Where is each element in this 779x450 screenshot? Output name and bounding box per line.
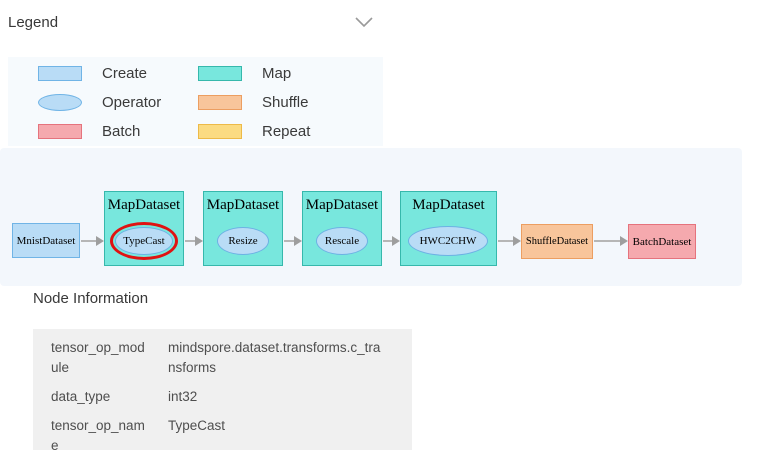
legend-label: Repeat — [262, 123, 311, 140]
edge-arrowhead-icon — [195, 236, 203, 246]
map-node-title: MapDataset — [107, 197, 181, 213]
edge-arrow — [81, 240, 96, 242]
edge-arrow — [383, 240, 392, 242]
batch-swatch-icon — [38, 124, 82, 139]
shuffle-swatch-icon — [198, 95, 242, 110]
info-value: int32 — [168, 389, 198, 404]
map-node-title: MapDataset — [305, 197, 379, 213]
operator-typecast[interactable]: TypeCast — [115, 227, 173, 255]
dataset-graph-canvas[interactable]: MnistDataset MapDataset MapDataset MapDa… — [0, 148, 742, 286]
legend-item-repeat: Repeat — [198, 123, 383, 140]
selection-ring — [110, 222, 178, 260]
legend-label: Operator — [102, 94, 162, 111]
legend-label: Map — [262, 65, 292, 82]
legend-panel: Create Map Operator Shuffle Batch Repeat — [8, 57, 383, 146]
operator-hwc2chw[interactable]: HWC2CHW — [408, 226, 488, 256]
edge-arrowhead-icon — [513, 236, 521, 246]
edge-arrowhead-icon — [294, 236, 302, 246]
node-shuffledataset[interactable]: ShuffleDataset — [521, 224, 593, 259]
legend-item-shuffle: Shuffle — [198, 94, 383, 111]
legend-section-title: Legend — [8, 14, 59, 31]
chevron-down-icon[interactable] — [355, 17, 375, 31]
node-mnistdataset[interactable]: MnistDataset — [12, 223, 80, 258]
legend-item-operator: Operator — [38, 94, 198, 111]
info-value: TypeCast — [168, 418, 226, 433]
edge-arrow — [284, 240, 294, 242]
edge-arrowhead-icon — [620, 236, 628, 246]
legend-item-batch: Batch — [38, 123, 198, 140]
edge-arrow — [185, 240, 195, 242]
legend-label: Batch — [102, 123, 141, 140]
node-information-table: tensor_op_module mindspore.dataset.trans… — [33, 329, 412, 450]
node-batchdataset[interactable]: BatchDataset — [628, 224, 696, 259]
edge-arrowhead-icon — [96, 236, 104, 246]
operator-resize[interactable]: Resize — [217, 227, 269, 255]
create-swatch-icon — [38, 66, 82, 81]
legend-label: Create — [102, 65, 148, 82]
info-key: tensor_op_module — [51, 340, 145, 375]
map-node-title: MapDataset — [412, 197, 485, 213]
edge-arrowhead-icon — [392, 236, 400, 246]
info-key: data_type — [51, 389, 111, 404]
legend-item-map: Map — [198, 65, 383, 82]
legend-label: Shuffle — [262, 94, 309, 111]
edge-arrow — [498, 240, 513, 242]
map-node-title: MapDataset — [206, 197, 280, 213]
operator-rescale[interactable]: Rescale — [316, 227, 368, 255]
edge-arrow — [594, 240, 620, 242]
info-key: tensor_op_name — [51, 418, 145, 450]
map-swatch-icon — [198, 66, 242, 81]
repeat-swatch-icon — [198, 124, 242, 139]
operator-swatch-icon — [38, 94, 82, 111]
node-information-title: Node Information — [33, 290, 149, 307]
info-value: mindspore.dataset.transforms.c_transform… — [168, 340, 381, 375]
legend-item-create: Create — [38, 65, 198, 82]
